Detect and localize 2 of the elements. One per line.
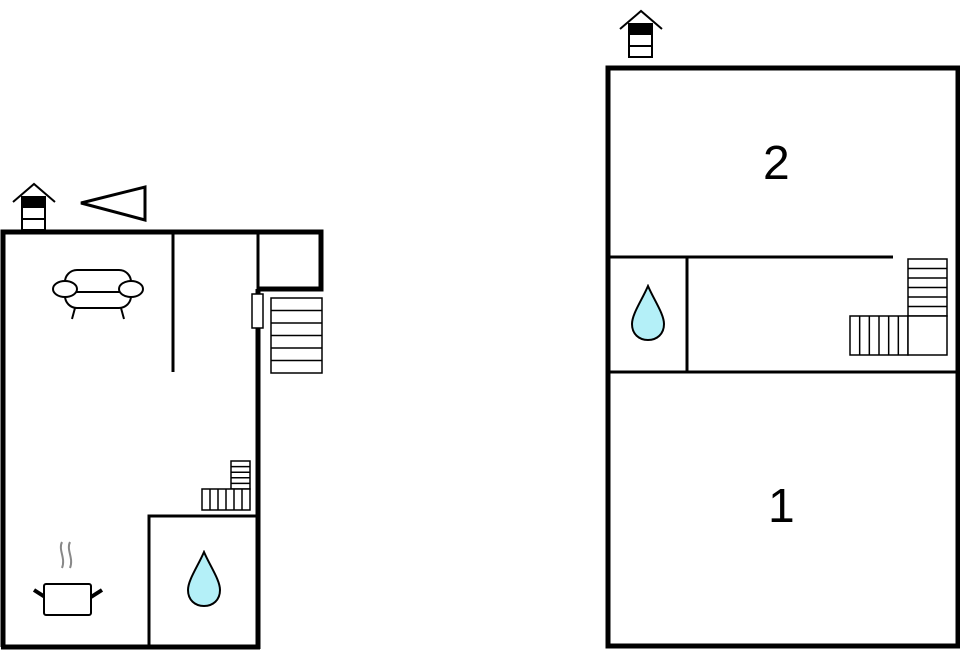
room-number: 2: [763, 140, 790, 188]
room-number: 1: [768, 483, 795, 531]
